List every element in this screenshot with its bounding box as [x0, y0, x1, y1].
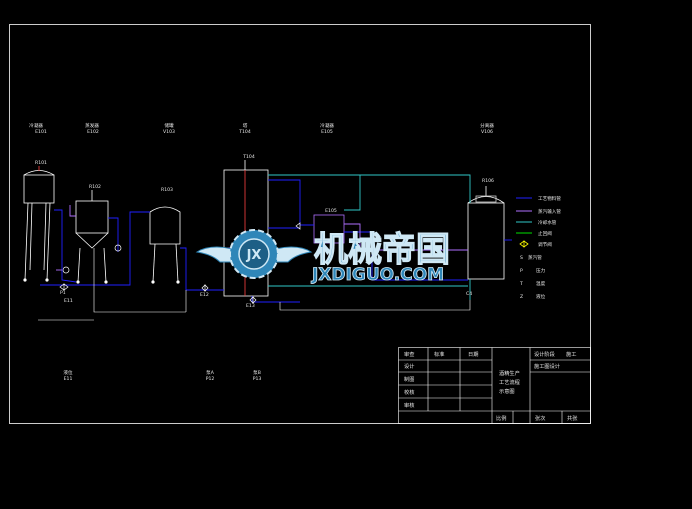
instrument-tag: P1 [60, 290, 66, 296]
equipment-label-tag: E101 [35, 129, 47, 135]
legend-text: 调节阀 [538, 241, 552, 248]
title-row-label: 设计 [404, 362, 414, 370]
bottom-label-tag: P13 [253, 376, 262, 382]
unit-tag: T104 [242, 154, 255, 160]
title-foot-b: 张次 [535, 414, 545, 422]
separator-r106 [467, 186, 505, 280]
legend: 工艺物料管 蒸汽输入管 冷却水管 止回阀 调节阀 S 蒸汽管 P 压力 T 温度… [516, 195, 561, 300]
sheet-title-line: 酒精生产 [499, 369, 520, 377]
title-row-label: 制图 [404, 375, 414, 383]
vessel-r103 [149, 206, 181, 284]
legend-symbol: T [519, 281, 523, 287]
equipment-label-name: 蒸发器 [85, 122, 99, 129]
legend-symbol: P [520, 268, 523, 274]
bottom-label-name: 液位 [63, 369, 73, 376]
equipment-label-tag: E102 [87, 129, 99, 135]
equipment-labels: 冷凝器 E101 蒸发器 E102 储罐 V103 塔 T104 冷凝器 E10… [29, 122, 494, 135]
gear-hub [238, 238, 270, 270]
instrument-tag: E12 [200, 292, 209, 298]
bottom-label-tag: P12 [206, 376, 215, 382]
title-foot-c: 共张 [567, 414, 578, 422]
process-piping [38, 174, 512, 321]
legend-text: 液位 [536, 293, 546, 300]
unit-tag: R101 [35, 160, 47, 166]
equipment-label-tag: T104 [238, 129, 251, 135]
legend-text: 蒸汽输入管 [538, 208, 561, 215]
unit-tag: R102 [89, 184, 101, 190]
bottom-labels: 液位 E11 泵A P12 泵B P13 [63, 369, 261, 382]
unit-tag: R106 [482, 178, 494, 184]
drawing-frame [9, 24, 591, 424]
bottom-label-tag: E11 [64, 376, 73, 382]
equipment-label-tag: V106 [481, 129, 493, 135]
condenser-e105 [313, 214, 345, 244]
title-foot-a: 比例 [496, 414, 506, 422]
equipment-label-tag: V103 [163, 129, 175, 135]
legend-text: 蒸汽管 [528, 254, 542, 261]
legend-text: 温度 [536, 280, 546, 287]
title-row-label: 审核 [404, 401, 414, 409]
reactor-r101 [23, 166, 55, 282]
title-head-c: 日期 [468, 351, 478, 358]
equipment-label-name: 储罐 [164, 122, 174, 129]
bottom-label-name: 泵A [206, 370, 215, 376]
legend-text: 止回阀 [538, 230, 552, 237]
legend-text: 工艺物料管 [538, 195, 561, 202]
instrument-tag: C4 [466, 291, 472, 297]
title-block-text: 审查 标准 日期 设计 制图 校核 审核 酒精生产 工艺流程 示意图 设计阶段 … [404, 350, 578, 422]
title-row-label: 审查 [404, 350, 414, 358]
title-row-label: 校核 [404, 388, 414, 396]
equipment-label-name: 冷凝器 [29, 122, 43, 129]
logo-text: JX [246, 248, 262, 263]
stage-value: 施工 [566, 350, 576, 358]
legend-text: 冷却水管 [538, 219, 557, 226]
instrument-tag: E11 [64, 298, 73, 304]
valves [59, 222, 301, 304]
unit-tag: E105 [325, 208, 337, 214]
equipment-label-name: 冷凝器 [320, 122, 334, 129]
equipment-label-tag: E105 [321, 129, 333, 135]
title-block [398, 347, 591, 424]
unit-tag: R103 [161, 187, 173, 193]
brand-url: JXDIGUO.COM [311, 265, 444, 285]
watermark: JX 机械帝国 JXDIGUO.COM [195, 229, 451, 285]
design-stage-label: 设计阶段 [534, 350, 555, 358]
reactor-r102 [75, 190, 109, 284]
instrument-tag: E13 [246, 303, 255, 309]
design-stage-label: 施工图设计 [534, 362, 560, 370]
sheet-title-line: 工艺流程 [499, 378, 520, 386]
legend-text: 压力 [536, 267, 546, 274]
brand-text-cn: 机械帝国 [314, 230, 450, 270]
title-head-b: 标准 [434, 350, 444, 358]
valve-icon [519, 240, 529, 248]
legend-symbol: Z [520, 294, 523, 300]
bottom-label-name: 泵B [253, 370, 261, 376]
legend-symbol: S [520, 255, 523, 261]
equipment-label-name: 塔 [243, 122, 248, 129]
equipment-label-name: 分离器 [480, 122, 494, 129]
sheet-title-line: 示意图 [499, 387, 515, 395]
